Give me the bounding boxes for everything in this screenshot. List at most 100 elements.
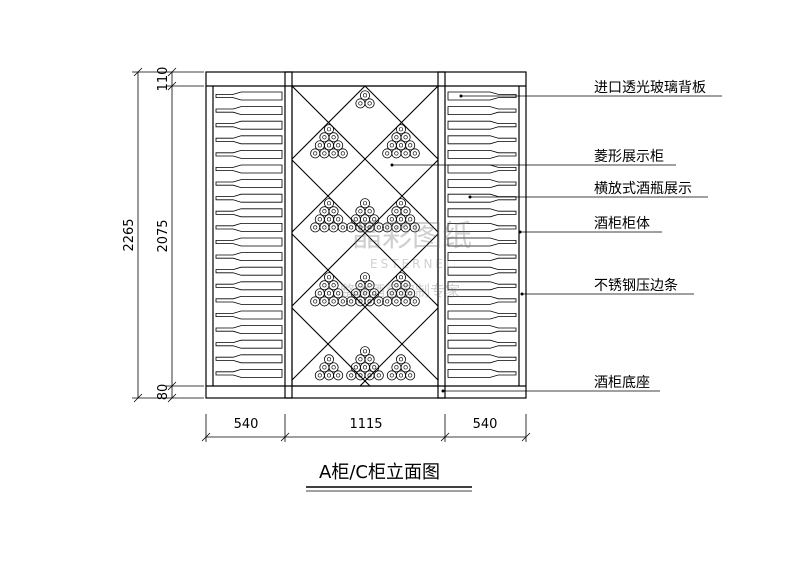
bottle-end-inner bbox=[322, 365, 327, 370]
bottle-end-inner bbox=[362, 275, 368, 280]
left-rack-bottle bbox=[215, 266, 283, 276]
right-rack-bottle bbox=[447, 120, 517, 130]
bottle-end-inner bbox=[403, 365, 408, 370]
bottle-end bbox=[369, 214, 380, 225]
bottle-end-inner bbox=[322, 225, 327, 230]
bottle-end-inner bbox=[313, 151, 318, 156]
bottle-end bbox=[328, 148, 339, 159]
bottle-end bbox=[319, 280, 330, 291]
right-rack-bottle bbox=[447, 91, 517, 101]
bottle-end-inner bbox=[358, 225, 363, 230]
bottle-end bbox=[314, 288, 325, 299]
bottle-end bbox=[364, 370, 375, 381]
bottle-end bbox=[369, 362, 380, 373]
bottle-end bbox=[364, 206, 375, 217]
bottle-end-inner bbox=[358, 373, 363, 378]
bottle-end bbox=[391, 362, 402, 373]
bottle-end bbox=[359, 198, 370, 209]
dim-left-width: 540 bbox=[234, 417, 259, 432]
bottle-end bbox=[409, 148, 420, 159]
bottle-end-inner bbox=[358, 357, 363, 362]
bottle-end bbox=[359, 362, 370, 373]
right-rack-bottle bbox=[447, 135, 517, 145]
bottle-end-inner bbox=[389, 143, 394, 148]
bottle-end bbox=[395, 370, 406, 381]
bottle-end-inner bbox=[398, 217, 404, 222]
callout-steel-trim: 不锈钢压边条 bbox=[594, 277, 678, 294]
left-rack-bottle bbox=[215, 252, 283, 261]
left-rack-bottle bbox=[215, 281, 283, 291]
bottle-end-inner bbox=[313, 225, 318, 230]
bottle-end bbox=[314, 140, 325, 151]
callout-leaders bbox=[392, 95, 722, 392]
bottle-end-inner bbox=[322, 135, 327, 140]
bottle-end-inner bbox=[362, 201, 368, 206]
bottle-end bbox=[319, 222, 330, 233]
bottle-end bbox=[373, 296, 384, 307]
bottle-end bbox=[323, 124, 334, 135]
bottle-end bbox=[364, 98, 375, 109]
bottle-end bbox=[350, 362, 361, 373]
bottle-end bbox=[395, 272, 406, 283]
dim-right-width: 540 bbox=[473, 417, 498, 432]
bottle-end-inner bbox=[394, 225, 399, 230]
bottle-end bbox=[328, 206, 339, 217]
bottle-end-inner bbox=[403, 283, 408, 288]
bottle-end-inner bbox=[326, 143, 332, 148]
bottle-end bbox=[319, 362, 330, 373]
bottle-end-inner bbox=[394, 365, 399, 370]
horizontal-dimension-values: 540 1115 540 bbox=[234, 417, 498, 432]
left-rack-bottle bbox=[215, 310, 283, 320]
bottle-end-inner bbox=[389, 373, 394, 378]
bottle-end-inner bbox=[326, 373, 332, 378]
bottle-end-inner bbox=[322, 299, 327, 304]
bottle-end-inner bbox=[398, 357, 404, 362]
svg-text:ESTERNEL: ESTERNEL bbox=[370, 257, 456, 271]
bottle-end-inner bbox=[394, 299, 399, 304]
right-rack-bottle bbox=[447, 223, 517, 232]
bottle-end-inner bbox=[398, 275, 404, 280]
vertical-dimension-values: 2265 110 2075 80 bbox=[122, 67, 171, 401]
bottle-end bbox=[395, 124, 406, 135]
bottle-end-inner bbox=[353, 291, 358, 296]
bottle-end bbox=[333, 370, 344, 381]
right-rack-bottle bbox=[447, 266, 517, 276]
svg-text:整体酒窖定制专家: 整体酒窖定制专家 bbox=[340, 282, 460, 300]
bottle-end bbox=[373, 222, 384, 233]
bottle-end bbox=[405, 140, 416, 151]
right-rack-bottle bbox=[447, 281, 517, 291]
bottle-end-inner bbox=[322, 283, 327, 288]
bottle-end bbox=[310, 296, 321, 307]
bottle-end bbox=[382, 148, 393, 159]
left-bottle-rack bbox=[215, 91, 283, 378]
bottle-end-inner bbox=[349, 373, 354, 378]
bottle-end bbox=[395, 140, 406, 151]
bottle-end bbox=[323, 272, 334, 283]
bottle-end-inner bbox=[394, 283, 399, 288]
bottle-end-inner bbox=[362, 349, 368, 354]
bottle-end-inner bbox=[376, 225, 381, 230]
bottle-end bbox=[319, 296, 330, 307]
bottle-end-inner bbox=[331, 225, 336, 230]
callout-glass-back-panel: 进口透光玻璃背板 bbox=[594, 79, 706, 96]
bottle-end bbox=[310, 148, 321, 159]
bottle-end bbox=[328, 132, 339, 143]
bottle-end-inner bbox=[362, 93, 368, 98]
bottle-end bbox=[373, 370, 384, 381]
bottle-end bbox=[323, 370, 334, 381]
bottle-end-inner bbox=[362, 217, 368, 222]
bottle-end-inner bbox=[403, 151, 408, 156]
bottle-end-inner bbox=[408, 143, 413, 148]
bottle-end-inner bbox=[398, 127, 404, 132]
bottle-end-inner bbox=[336, 373, 341, 378]
bottle-end bbox=[328, 222, 339, 233]
bottle-end-inner bbox=[326, 127, 332, 132]
bottle-end-inner bbox=[349, 225, 354, 230]
bottle-end bbox=[323, 198, 334, 209]
bottle-end bbox=[355, 370, 366, 381]
svg-text:晶彩图纸: 晶彩图纸 bbox=[352, 219, 472, 254]
dim-center-width: 1115 bbox=[349, 417, 382, 432]
bottle-end bbox=[395, 198, 406, 209]
callout-horizontal-bottles: 横放式酒瓶展示 bbox=[594, 181, 692, 197]
bottle-end-inner bbox=[367, 357, 372, 362]
